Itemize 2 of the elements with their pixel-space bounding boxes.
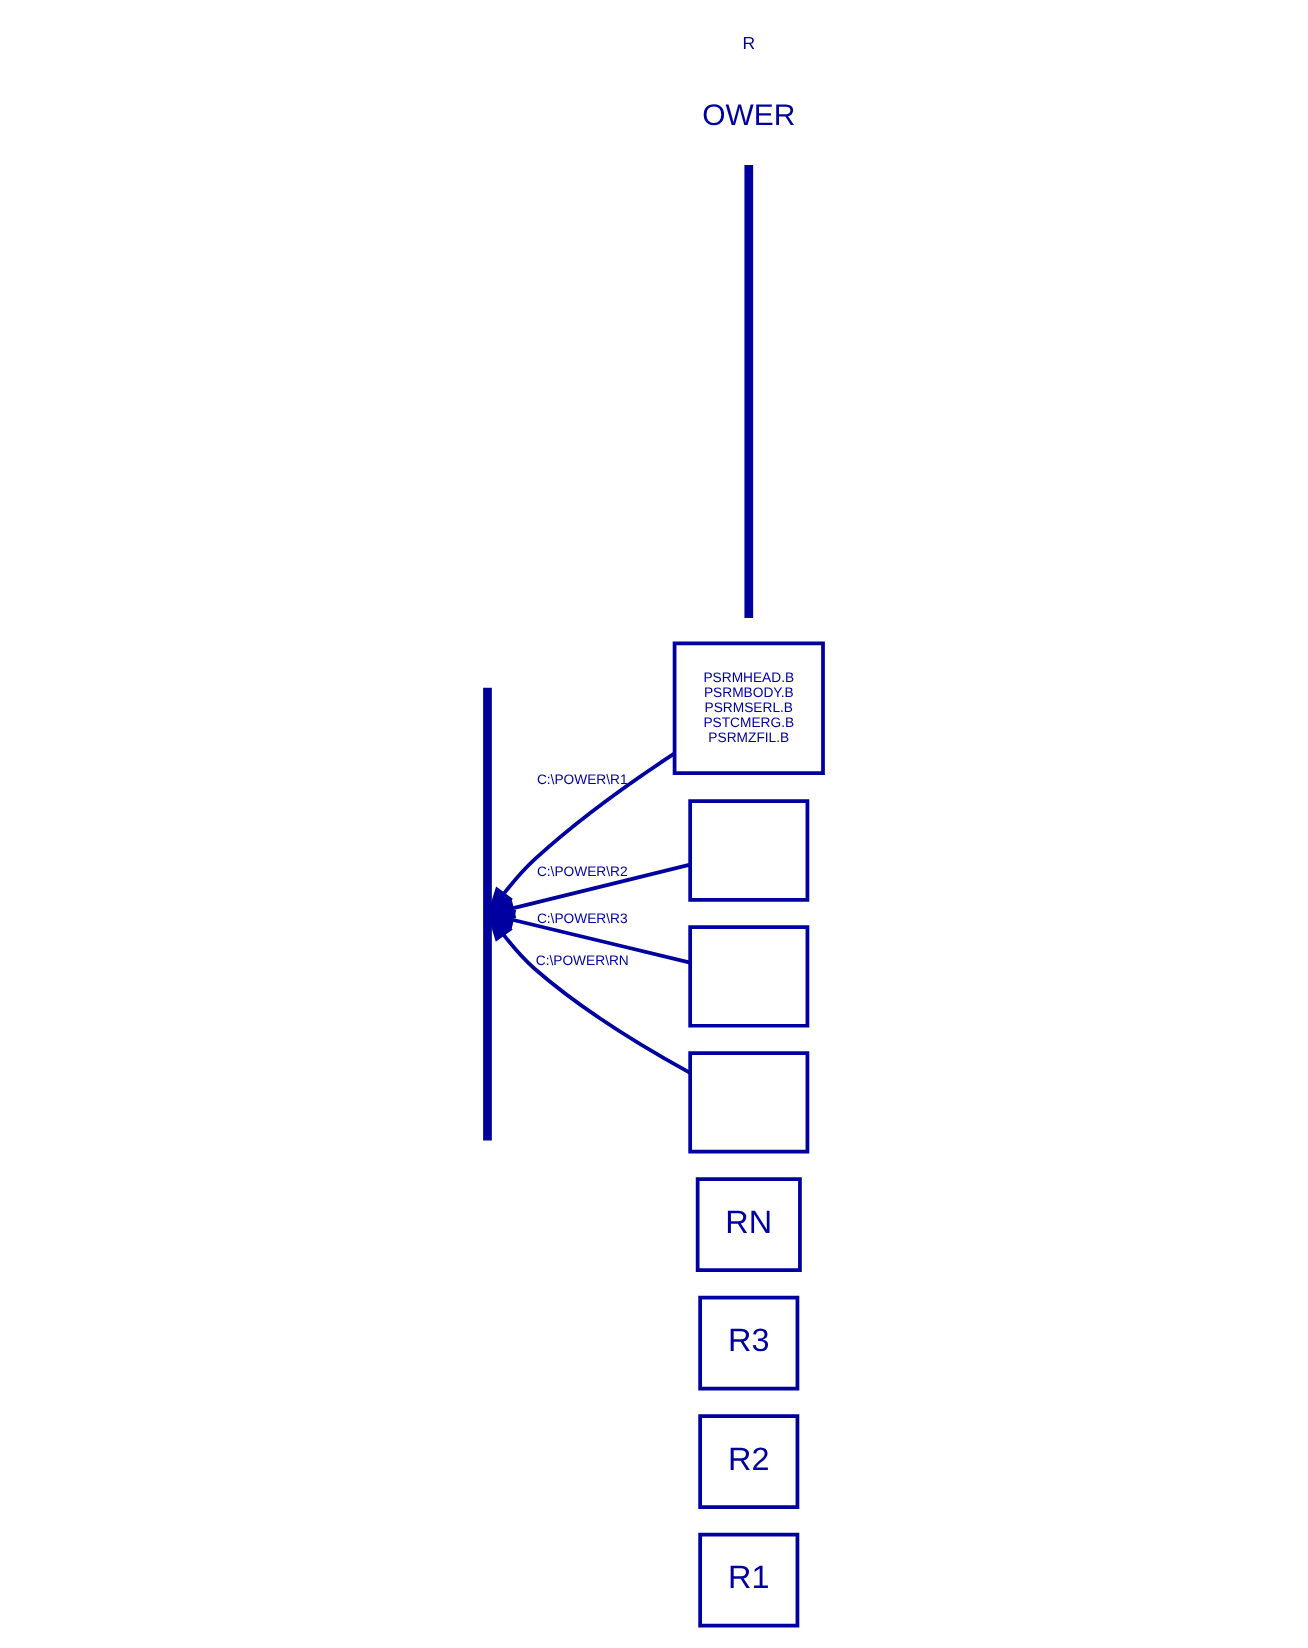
label: R [742,33,756,54]
label: OWER [702,98,796,133]
